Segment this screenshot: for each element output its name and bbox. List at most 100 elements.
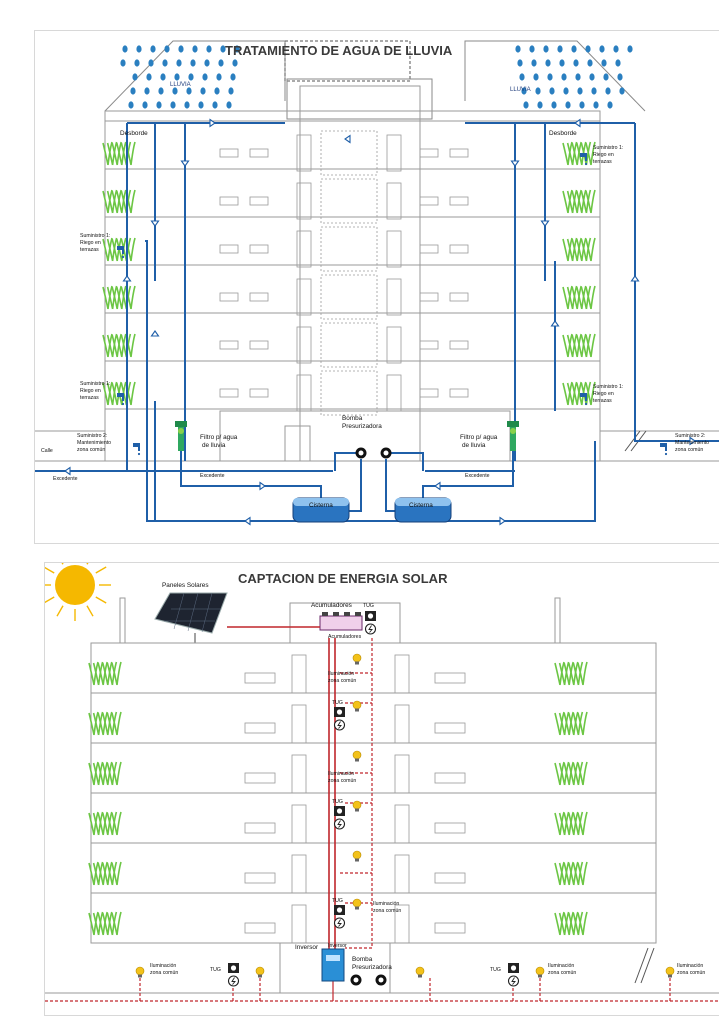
- lighting-c-1: Iluminación: [373, 901, 399, 907]
- flow-arrow: [122, 275, 132, 282]
- rain-drop: [545, 59, 551, 67]
- solar-svg: CAPTACION DE ENERGIA SOLAR Paneles Solar…: [45, 563, 719, 1002]
- rain-drop: [587, 59, 593, 67]
- window: [419, 244, 439, 254]
- terrace-planters: [102, 141, 596, 406]
- window: [296, 134, 312, 172]
- window: [434, 772, 466, 784]
- bulb-base: [138, 974, 142, 978]
- electrical-wiring: [45, 626, 719, 1002]
- rain-drop: [158, 87, 164, 95]
- pipe-segment: [634, 123, 719, 442]
- grass-blade: [111, 761, 122, 786]
- grass-blade: [111, 661, 122, 686]
- window: [296, 326, 312, 364]
- window: [320, 274, 378, 320]
- rain-drop: [603, 73, 609, 81]
- light-bulb-icon: [352, 850, 362, 860]
- sun-icon: [45, 563, 111, 621]
- outlet-face: [230, 965, 237, 971]
- ground-floor: [35, 410, 719, 462]
- window: [296, 230, 312, 268]
- water-title: TRATAMIENTO DE AGUA DE LLUVIA: [225, 43, 453, 58]
- solar-title: CAPTACION DE ENERGIA SOLAR: [238, 571, 448, 586]
- window: [291, 704, 307, 744]
- excess-street-label: Excedente: [53, 476, 78, 482]
- rain-drop: [192, 45, 198, 53]
- building-outline: [104, 85, 601, 462]
- rain-drop: [202, 73, 208, 81]
- window: [434, 672, 466, 684]
- water-drop: [121, 402, 125, 406]
- window: [449, 340, 469, 350]
- pipe-segment: [422, 451, 514, 498]
- flow-arrow: [64, 466, 71, 476]
- rain-drop: [613, 45, 619, 53]
- flow-arrow: [244, 516, 251, 526]
- rain-drops-left: [120, 45, 240, 109]
- bolt-glyph: [511, 977, 516, 985]
- faucet-spout: [585, 396, 587, 401]
- window: [386, 134, 402, 172]
- maint-right-2: Mantenimiento: [675, 440, 709, 446]
- power-icon: [227, 975, 240, 987]
- irrigation-left-a-1: Suministro 1:: [80, 233, 110, 239]
- grass-blade: [577, 661, 588, 686]
- rain-drop: [577, 87, 583, 95]
- rain-drop: [128, 101, 134, 109]
- light-bulb-icon: [352, 898, 362, 908]
- irrigation-left-b-3: terrazas: [80, 395, 99, 401]
- inverter-small-label: Inversor: [328, 943, 347, 949]
- roof-outline: [104, 40, 646, 120]
- grass-blade: [585, 285, 596, 310]
- window: [320, 322, 378, 368]
- rain-label-left: LLUVIA: [170, 82, 191, 88]
- window: [244, 822, 276, 834]
- lighting-b-1: Iluminación: [328, 771, 354, 777]
- pipe-segment: [385, 459, 395, 512]
- rain-drop: [184, 101, 190, 109]
- tug-label-c: TUG: [332, 898, 343, 904]
- window: [296, 182, 312, 220]
- sun-ray: [45, 566, 55, 574]
- rain-drop: [565, 101, 571, 109]
- window: [419, 340, 439, 350]
- pipe-segment: [180, 451, 322, 498]
- solar-building-floors: [91, 642, 656, 944]
- window: [394, 754, 410, 794]
- irrigation-left-a-2: Riego en: [80, 240, 101, 246]
- maint-right-3: zona común: [675, 447, 703, 453]
- rain-drop: [575, 73, 581, 81]
- solar-panels-label: Paneles Solares: [162, 582, 209, 589]
- window: [244, 872, 276, 884]
- solar-pump-icons: [350, 974, 387, 986]
- rain-drop: [549, 87, 555, 95]
- bulb-base: [355, 758, 359, 762]
- solar-pump-label-2: Presurizadora: [352, 964, 392, 971]
- rain-drop: [559, 59, 565, 67]
- window: [449, 196, 469, 206]
- window: [394, 854, 410, 894]
- flow-arrow: [550, 320, 560, 327]
- rain-drop: [120, 59, 126, 67]
- solar-energy-diagram: CAPTACION DE ENERGIA SOLAR Paneles Solar…: [44, 562, 719, 1016]
- water-drop: [584, 402, 588, 406]
- rain-drop: [146, 73, 152, 81]
- rain-drop: [186, 87, 192, 95]
- solar-building-windows: [244, 654, 466, 944]
- light-bulb-icon: [135, 966, 145, 976]
- maint-left-1: Suministro 2:: [77, 433, 107, 439]
- bulb-base: [355, 858, 359, 862]
- irrigation-right-b-1: Suministro 1:: [593, 384, 623, 390]
- overflow-left-label: Desborde: [120, 130, 148, 137]
- light-bulb-icons: [135, 653, 675, 978]
- bulb-base: [258, 974, 262, 978]
- flow-arrow: [574, 118, 581, 128]
- faucet-icon: [660, 443, 667, 447]
- window: [449, 148, 469, 158]
- grass-blade: [577, 861, 588, 886]
- lighting-d-2: zona común: [150, 970, 178, 976]
- rain-drop: [156, 101, 162, 109]
- filter-left-icon: [175, 421, 187, 451]
- pipe-segment: [145, 240, 596, 522]
